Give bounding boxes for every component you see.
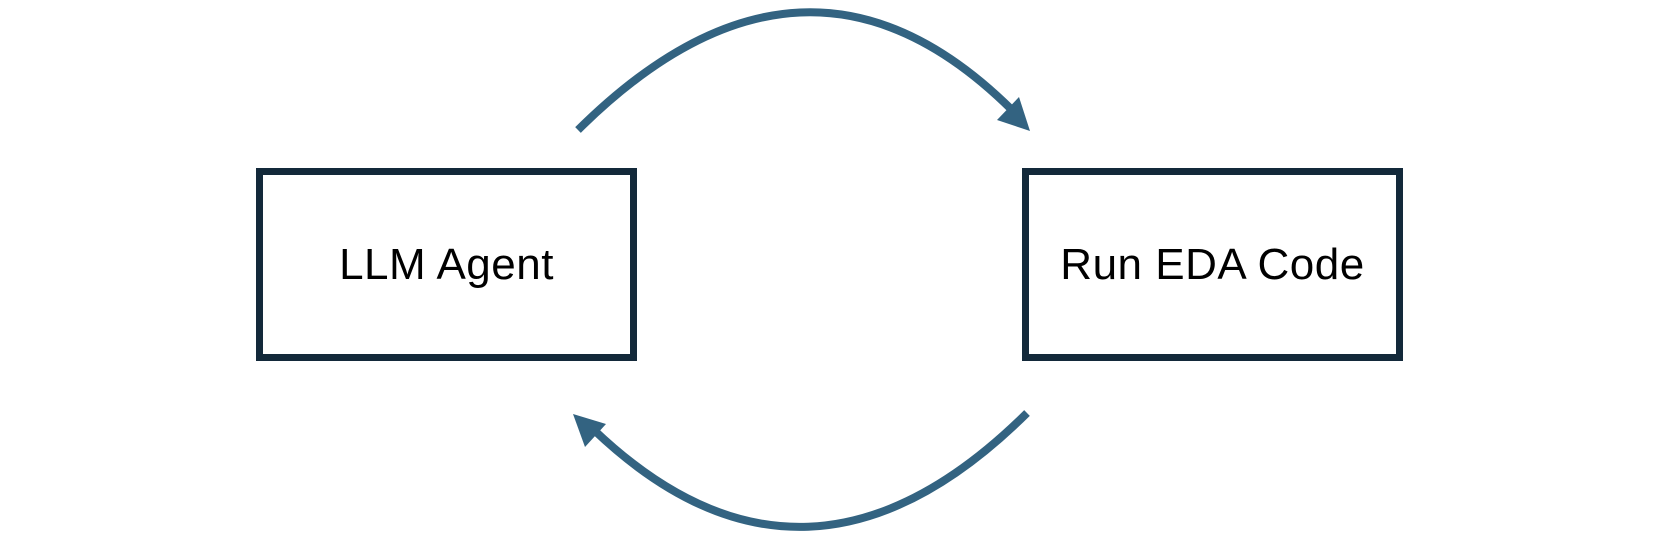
arrow-agent-to-run [575,8,1015,133]
arrowhead-run-to-agent [573,414,606,447]
node-label-run-eda-code: Run EDA Code [1060,239,1365,289]
node-llm-agent: LLM Agent [256,168,637,361]
node-run-eda-code: Run EDA Code [1022,168,1403,361]
node-label-llm-agent: LLM Agent [339,239,554,289]
arrowhead-agent-to-run [997,97,1030,131]
arrow-run-to-agent [591,410,1030,531]
